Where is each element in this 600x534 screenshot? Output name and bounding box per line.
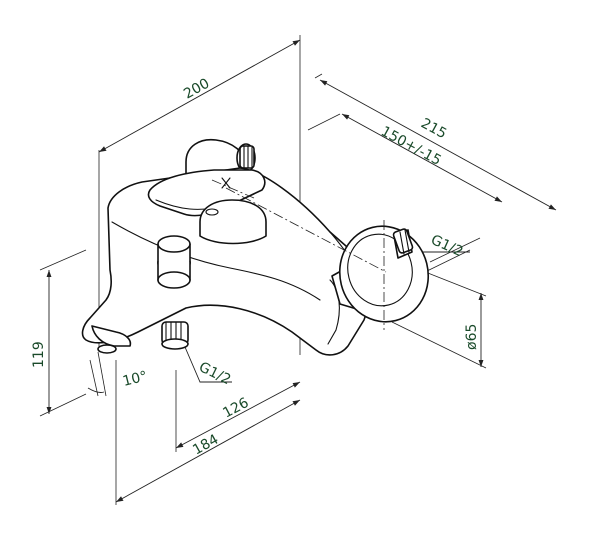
center-line-axis [225, 187, 387, 273]
spout-tip [91, 325, 132, 347]
dimension-line-215 [319, 79, 557, 211]
dimension-lines [46, 39, 557, 503]
body-edge-top [111, 221, 321, 301]
diverter-base [157, 261, 191, 289]
leader-outlet-thread [181, 339, 232, 383]
aerator [97, 344, 117, 354]
rear-thread [239, 145, 255, 169]
dim-label-184: 184 [190, 432, 221, 459]
dim-label-angle: 10° [121, 368, 149, 390]
lever-handle [147, 169, 266, 217]
dim-label-200: 200 [181, 76, 212, 103]
dim-label-119: 119 [31, 341, 47, 368]
dimension-line-150 [341, 113, 503, 203]
center-line-handle [211, 179, 255, 199]
spout-body [81, 167, 370, 356]
body-edge-side [327, 279, 340, 345]
dim-label-126: 126 [220, 395, 251, 422]
dim-label-215: 215 [418, 115, 449, 142]
dim-label-outlet-thread: G1/2 [196, 359, 233, 388]
faucet-body [81, 138, 430, 356]
dim-label-diameter: ø65 [464, 324, 480, 350]
bottom-outlet [161, 321, 189, 350]
cartridge-dome [199, 199, 267, 245]
dim-label-inlet-thread: G1/2 [428, 232, 465, 260]
dimension-line-184 [115, 399, 301, 503]
dimension-line-200 [98, 39, 301, 153]
